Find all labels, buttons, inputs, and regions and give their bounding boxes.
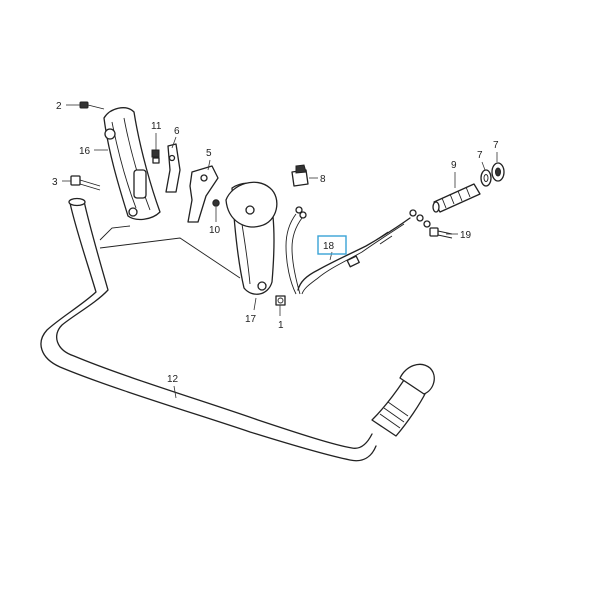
- part-16-switch-housing-left: [103, 107, 161, 221]
- callout-labels: 2 16 3 11 6 5 10 8 9 7 7 19 18 1 17 12: [52, 101, 499, 385]
- leader-lines: [62, 104, 498, 399]
- callout-17: 17: [245, 314, 257, 325]
- callout-7-washer-outer: 7: [493, 140, 499, 151]
- part-12-handlebar: [40, 197, 435, 462]
- callout-9: 9: [451, 160, 457, 171]
- callout-18: 18: [323, 241, 335, 252]
- callout-8: 8: [320, 174, 326, 185]
- callout-7-washer: 7: [477, 150, 483, 161]
- callout-2: 2: [56, 101, 62, 112]
- callout-5: 5: [206, 148, 212, 159]
- part-18-wire-harness: [285, 206, 431, 295]
- callout-12: 12: [167, 374, 179, 385]
- callout-3: 3: [52, 177, 58, 188]
- callout-6: 6: [174, 126, 180, 137]
- part-2-screw: [79, 101, 105, 110]
- part-3-bolt: [70, 175, 101, 191]
- part-11-nut: [151, 149, 160, 164]
- part-6-lever: [165, 143, 181, 193]
- assembly-line: [99, 237, 241, 279]
- callout-16: 16: [79, 146, 91, 157]
- part-10-nut: [212, 199, 220, 207]
- part-5-bracket: [187, 165, 219, 223]
- callout-10: 10: [209, 225, 221, 236]
- part-7-washer-a: [480, 169, 492, 187]
- part-19-bolt: [429, 227, 453, 239]
- callout-1: 1: [278, 320, 284, 331]
- part-9-throttle-sleeve: [432, 183, 481, 213]
- assembly-line: [99, 225, 131, 241]
- part-17-switch-housing-right: [225, 181, 278, 295]
- callout-19: 19: [460, 230, 472, 241]
- callout-11: 11: [151, 121, 162, 132]
- part-8-clip: [291, 164, 309, 187]
- part-1-nut: [275, 295, 286, 306]
- callout-18-highlight: [317, 235, 347, 255]
- part-7-washer-b: [491, 162, 505, 182]
